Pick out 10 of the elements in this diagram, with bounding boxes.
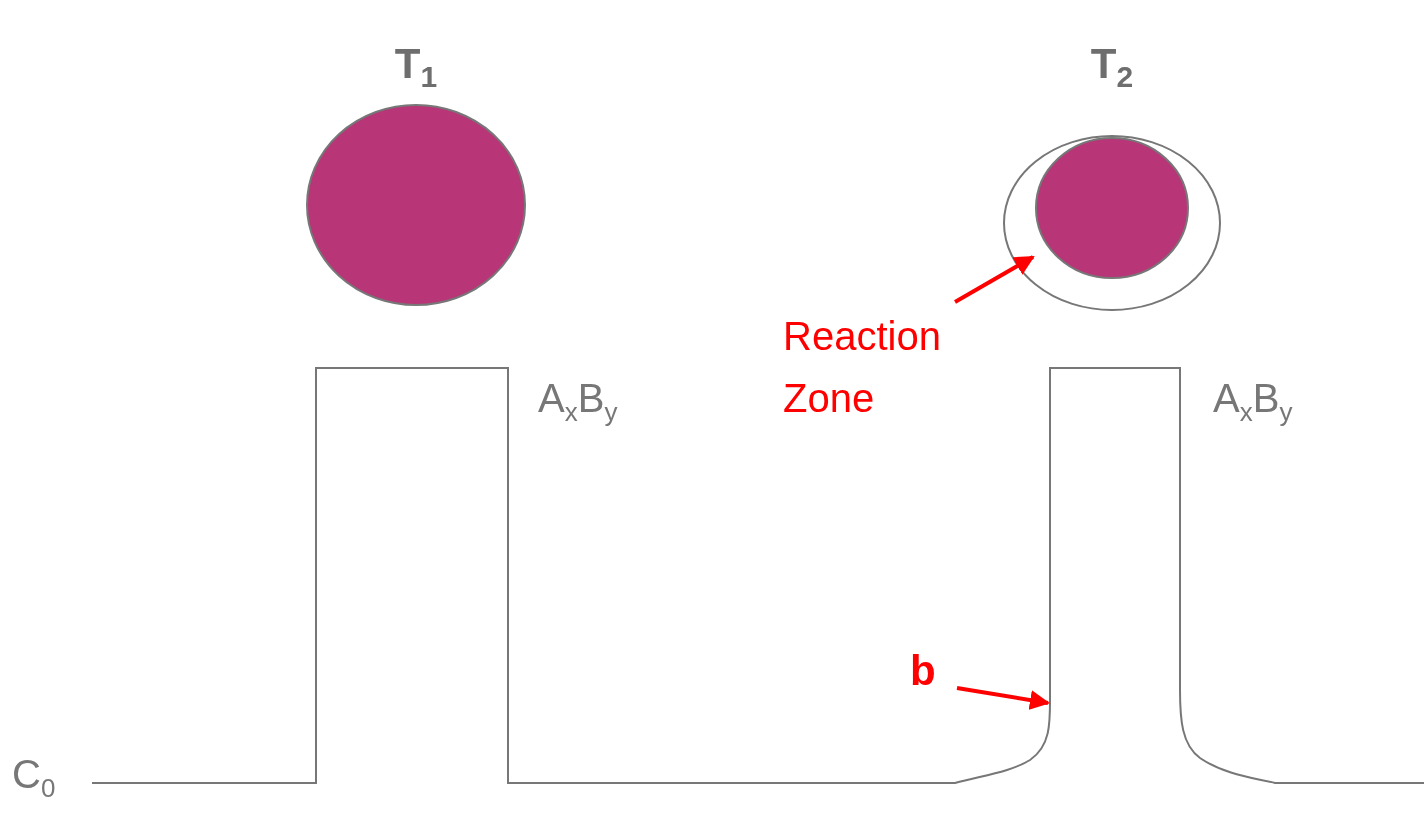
compound-label: A$_{x}$B$_{y}$ [538,376,618,428]
arrow [954,255,1035,304]
particle-core-circle [1035,138,1189,280]
annotation-text: b [910,640,950,690]
concentration-label: C$_{0}$ [12,752,56,804]
particle-label: T$_{2}$ [1089,40,1135,95]
compound-label: A$_{x}$B$_{y}$ [1213,376,1293,428]
annotation-text: Reaction Zone [783,305,1003,429]
particle-label: T$_{1}$ [393,40,439,95]
arrow [956,686,1050,710]
